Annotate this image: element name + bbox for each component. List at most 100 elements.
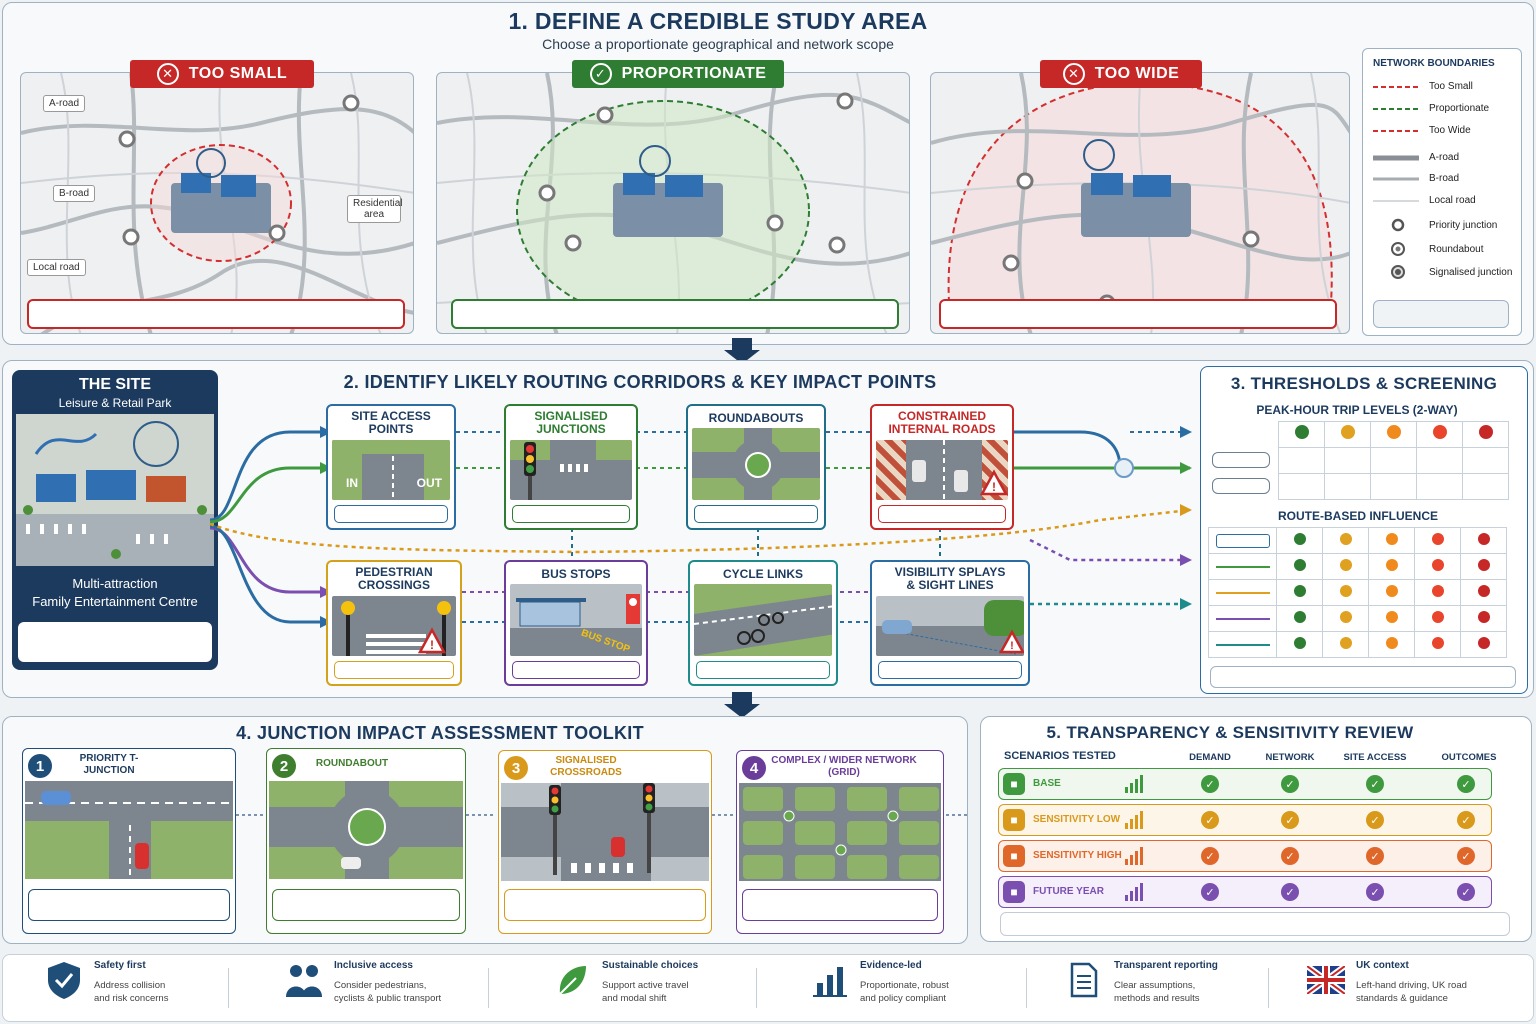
- roundabouts-note: [694, 505, 818, 523]
- cycle-link-image: [694, 584, 832, 656]
- flow-arrow-down-2: [724, 692, 760, 718]
- route-line-green: [1215, 565, 1270, 568]
- svg-text:!: !: [992, 480, 996, 494]
- pedestrian-crossing-image: !: [332, 596, 456, 656]
- legend-too-wide: Too Wide: [1373, 125, 1471, 136]
- toolkit-connectors: [236, 814, 970, 816]
- section-1-subtitle: Choose a proportionate geographical and …: [542, 36, 894, 52]
- signalised-crossroads-image: [501, 783, 709, 881]
- check-icon: ✓: [1201, 883, 1219, 901]
- footer-divider: [1026, 968, 1027, 1008]
- check-icon: ✓: [1366, 811, 1384, 829]
- legend-roundabout: Roundabout: [1373, 241, 1484, 257]
- map-too-small-note: [27, 299, 405, 329]
- pedestrian-crossings-note: [334, 661, 454, 679]
- check-icon: ✓: [589, 63, 612, 85]
- site-desc-line2: Family Entertainment Centre: [32, 594, 198, 609]
- check-icon: ✓: [1201, 811, 1219, 829]
- roundabout-toolkit-image: [269, 781, 463, 879]
- check-icon: ✓: [1366, 847, 1384, 865]
- col-demand: DEMAND: [1189, 752, 1231, 763]
- card-roundabouts: ROUNDABOUTS: [686, 404, 826, 530]
- legend-b-road: B-road: [1373, 173, 1460, 184]
- svg-text:!: !: [1010, 640, 1014, 652]
- peak-hour-title: PEAK-HOUR TRIP LEVELS (2-WAY): [1256, 403, 1458, 417]
- toolkit-complex-network: 4 COMPLEX / WIDER NETWORK (GRID): [736, 750, 944, 934]
- legend-proportionate: Proportionate: [1373, 103, 1490, 114]
- section-1-title: 1. DEFINE A CREDIBLE STUDY AREA: [508, 8, 928, 34]
- cycle-links-note: [696, 661, 830, 679]
- badge-proportionate: ✓PROPORTIONATE: [572, 60, 784, 88]
- t-junction-image: [25, 781, 233, 879]
- out-label: OUT: [416, 476, 442, 490]
- map-proportionate-note: [451, 299, 899, 329]
- map-too-small: A-road B-road Local road Residential are…: [20, 72, 414, 334]
- footer-divider: [756, 968, 757, 1008]
- bus-stops-note: [512, 661, 640, 679]
- scenarios-header: SCENARIOS TESTED: [1004, 750, 1116, 762]
- review-note-box: [1000, 912, 1510, 936]
- footer-divider: [228, 968, 229, 1008]
- site-access-note: [334, 505, 448, 523]
- roundabout-image: [692, 428, 820, 500]
- footer-divider: [1268, 968, 1269, 1008]
- site-title: THE SITE: [78, 376, 151, 393]
- col-network: NETWORK: [1265, 752, 1315, 763]
- legend-title: NETWORK BOUNDARIES: [1373, 58, 1495, 69]
- threshold-dot-2: [1340, 425, 1355, 439]
- check-icon: ✓: [1281, 847, 1299, 865]
- scenario-label: SENSITIVITY LOW: [1033, 814, 1121, 825]
- legend-too-small: Too Small: [1373, 81, 1473, 92]
- toolkit-roundabout: 2 ROUNDABOUT: [266, 748, 466, 934]
- map-too-wide-note: [939, 299, 1337, 329]
- flow-arrow-down-1: [724, 338, 760, 364]
- badge-too-wide: ✕TOO WIDE: [1040, 60, 1202, 88]
- map-proportionate-roads: [437, 73, 909, 333]
- t-junction-note: [28, 889, 230, 921]
- threshold-dot-3: [1386, 425, 1401, 439]
- section-4-title: 4. JUNCTION IMPACT ASSESSMENT TOOLKIT: [236, 723, 644, 743]
- roundabout-toolkit-note: [272, 889, 460, 921]
- check-icon: ✓: [1201, 847, 1219, 865]
- routing-corridors: [209, 426, 1192, 628]
- route-row-label-box: [1215, 533, 1270, 548]
- scenario-icon: ■: [1003, 845, 1025, 867]
- col-site-access: SITE ACCESS: [1343, 752, 1407, 763]
- map-too-wide-roads: [931, 73, 1349, 333]
- check-icon: ✓: [1201, 775, 1219, 793]
- route-influence-grid: [1208, 527, 1507, 658]
- label-local-road: Local road: [27, 259, 86, 276]
- card-bus-stops: BUS STOPS BUS STOP: [504, 560, 648, 686]
- visibility-splays-note: [878, 661, 1022, 679]
- label-a-road: A-road: [43, 95, 86, 112]
- scenario-row: ■FUTURE YEAR: [998, 876, 1492, 908]
- peak-hour-grid: [1278, 421, 1509, 500]
- footer-bar: [2, 954, 1534, 1022]
- route-line-purple: [1215, 617, 1270, 620]
- section-5-title: 5. TRANSPARENCY & SENSITIVITY REVIEW: [1046, 723, 1414, 742]
- check-icon: ✓: [1457, 811, 1475, 829]
- toolkit-signalised-crossroads: 3 SIGNALISED CROSSROADS: [498, 750, 712, 934]
- svg-text:!: !: [430, 638, 434, 652]
- card-cycle-links: CYCLE LINKS: [688, 560, 838, 686]
- threshold-dot-4: [1432, 425, 1447, 439]
- legend-note-box: [1373, 300, 1509, 328]
- section-3-title: 3. THRESHOLDS & SCREENING: [1230, 374, 1498, 393]
- legend-a-road: A-road: [1373, 152, 1460, 163]
- visibility-splay-image: !: [876, 596, 1024, 656]
- scenario-row: ■SENSITIVITY LOW: [998, 804, 1492, 836]
- scenario-label: FUTURE YEAR: [1033, 886, 1104, 897]
- section-2-title: 2. IDENTIFY LIKELY ROUTING CORRIDORS & K…: [343, 372, 937, 392]
- x-icon: ✕: [156, 63, 179, 85]
- scenario-icon: ■: [1003, 773, 1025, 795]
- toolkit-priority-t-junction: 1 PRIORITY T-JUNCTION: [22, 748, 236, 934]
- check-icon: ✓: [1457, 847, 1475, 865]
- signal-bars-icon: [1125, 847, 1143, 865]
- peak-row-label-1: [1212, 452, 1270, 468]
- legend-priority-junction: Priority junction: [1373, 217, 1497, 233]
- screening-note-box: [1210, 666, 1516, 688]
